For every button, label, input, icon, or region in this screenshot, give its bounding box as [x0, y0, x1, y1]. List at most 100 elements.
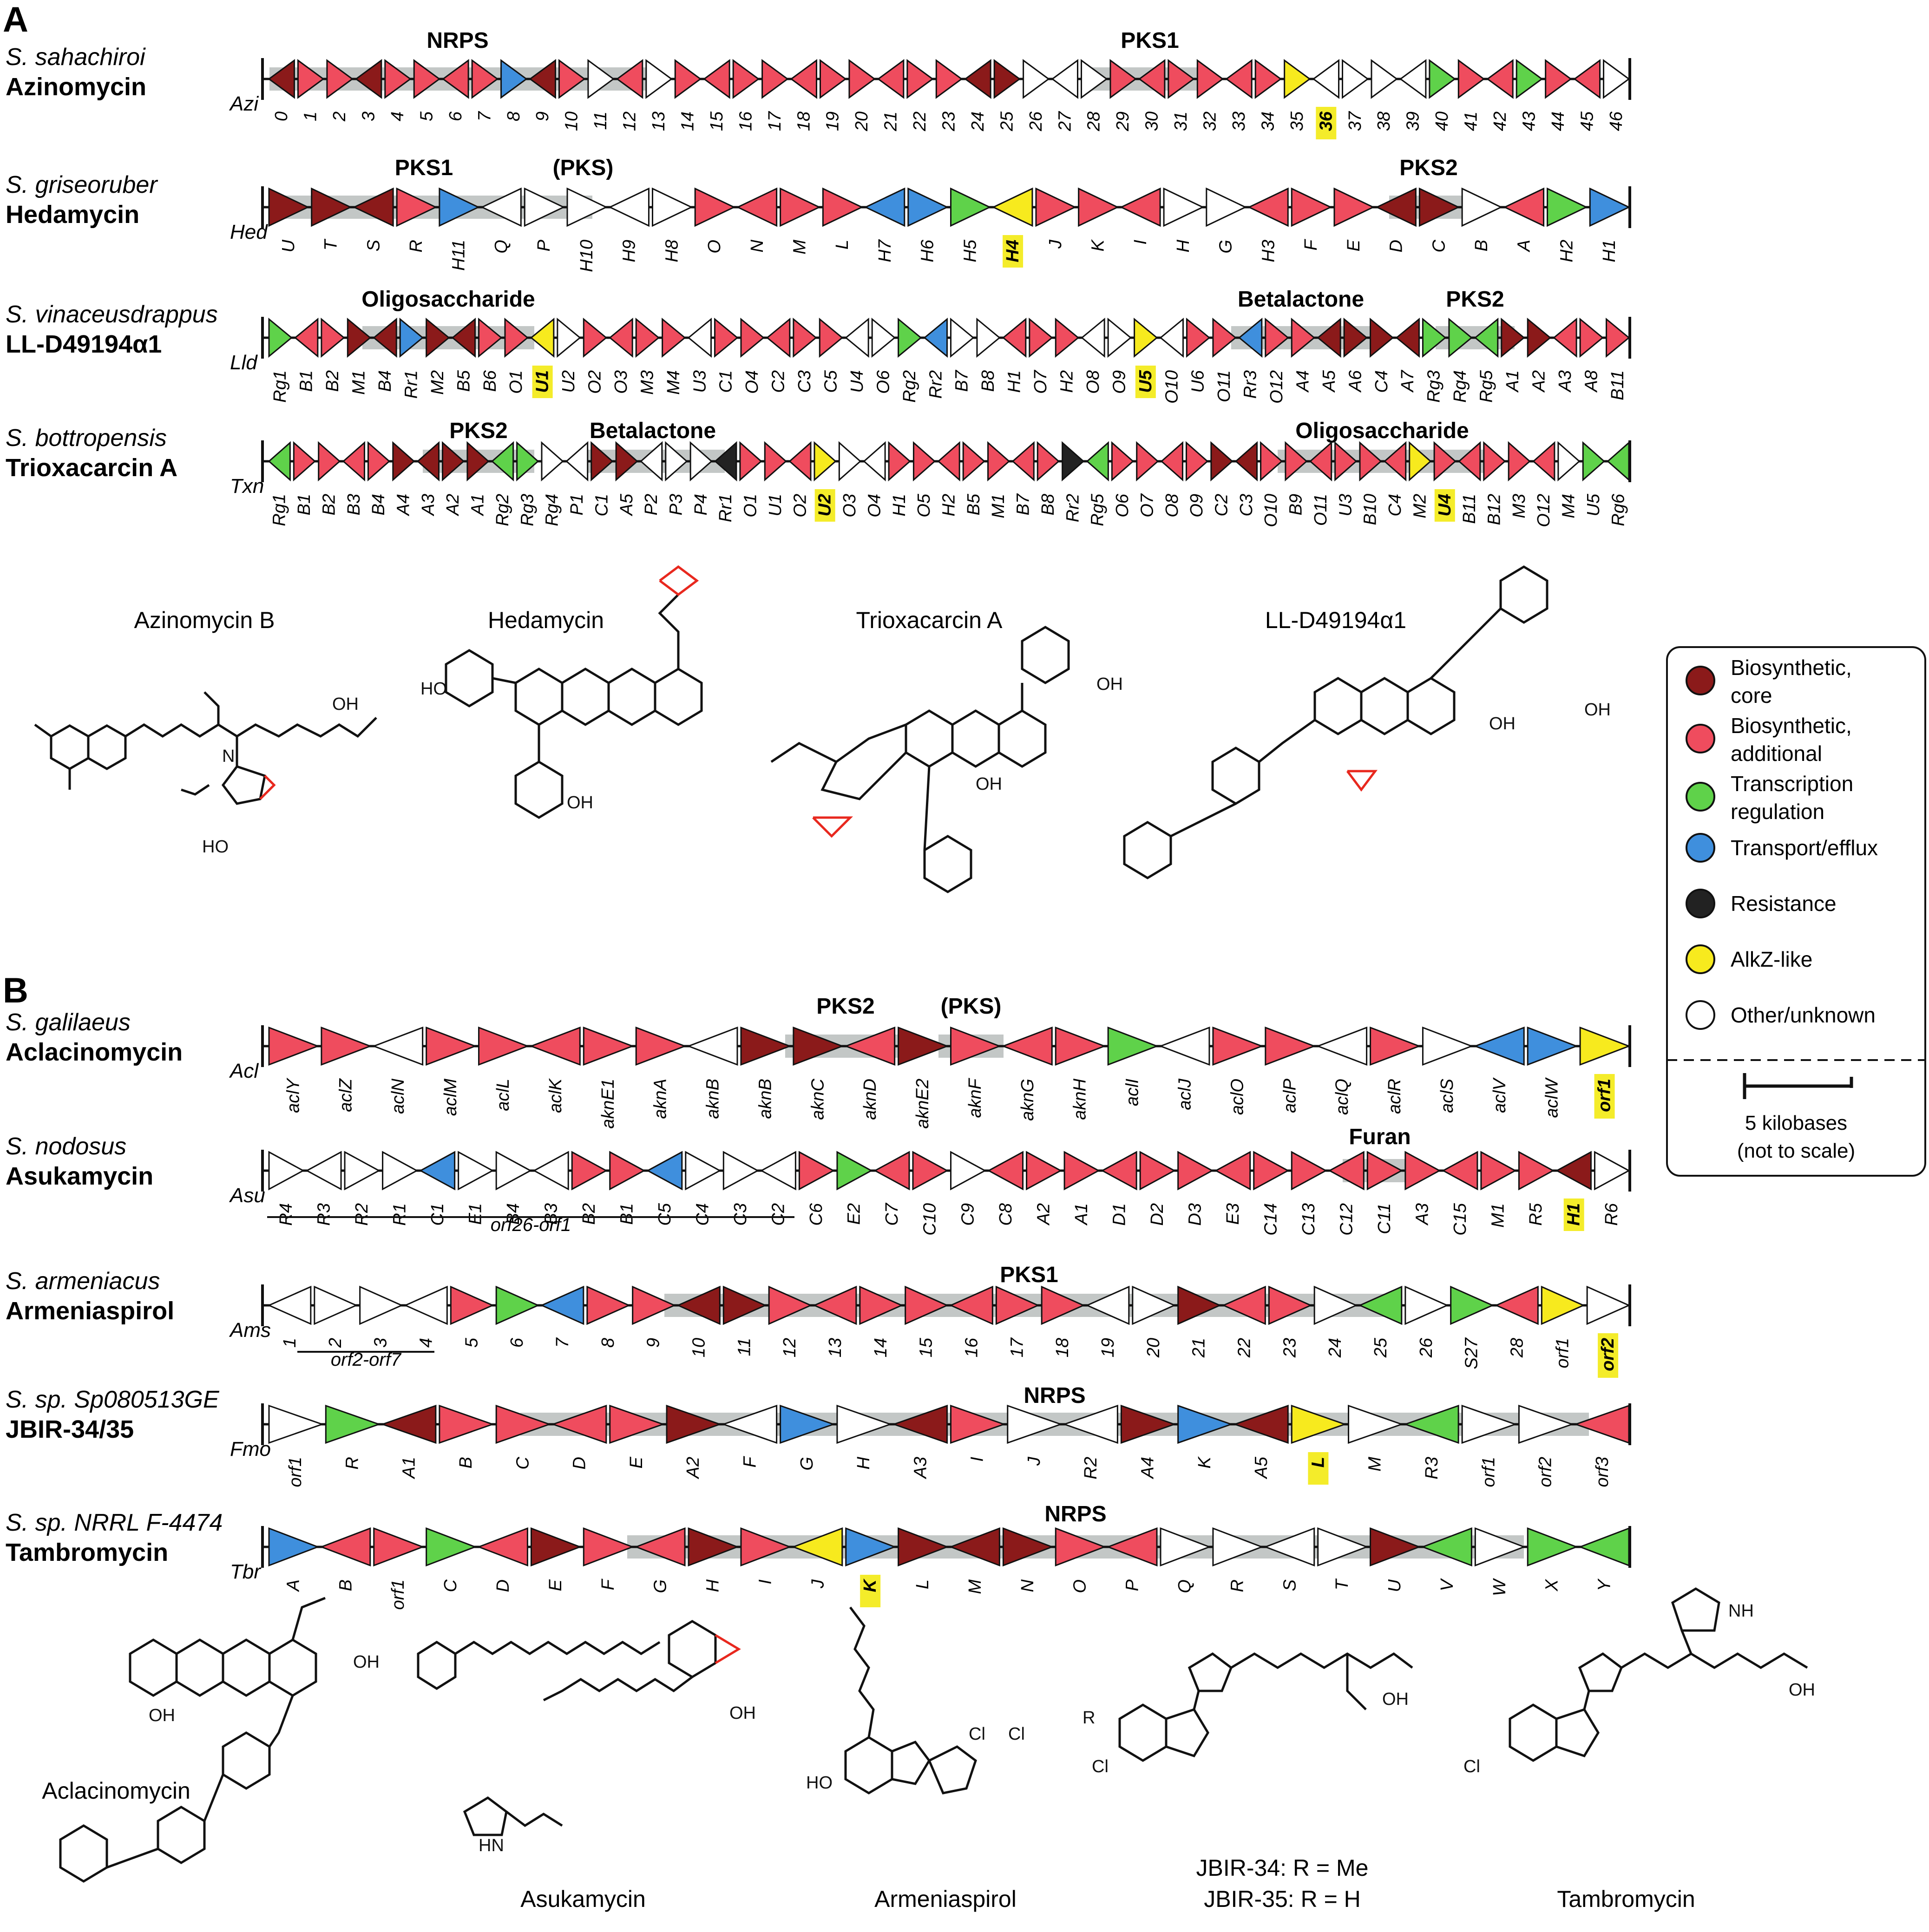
gene-arrow	[294, 317, 319, 358]
gene-arrow	[1480, 1151, 1517, 1191]
gene-arrow	[1527, 317, 1552, 358]
gene-label: M2	[1410, 494, 1430, 518]
gene-label: R3	[1422, 1457, 1442, 1480]
gene-arrow	[566, 187, 608, 227]
cluster-product: LL-D49194α1	[6, 330, 162, 358]
gene-arrow	[1545, 59, 1572, 99]
module-label: Furan	[1349, 1125, 1411, 1149]
cluster-organism: S. vinaceusdrappus	[6, 301, 218, 328]
gene-label: W	[1490, 1578, 1509, 1596]
highlight-box	[1563, 1198, 1584, 1231]
gene-arrow	[1399, 59, 1427, 99]
gene-label: 24	[1325, 1338, 1345, 1358]
gene-label: U2	[559, 370, 578, 393]
module-label: PKS2	[1446, 287, 1504, 312]
gene-arrow	[1106, 1527, 1158, 1567]
cluster-organism: S. bottropensis	[6, 425, 167, 452]
gene-arrow	[1348, 1404, 1404, 1444]
cluster-abbreviation: Txn	[230, 475, 264, 498]
highlight-box	[860, 1575, 881, 1607]
atom-label-oh: OH	[1489, 714, 1516, 734]
gene-arrow	[1442, 1151, 1478, 1191]
gene-label: Rr2	[1063, 494, 1083, 522]
gene-label: 36	[1316, 111, 1336, 131]
gene-label: U3	[690, 370, 709, 393]
atom-label-oh: OH	[1789, 1680, 1815, 1700]
gene-arrow	[898, 1527, 949, 1567]
gene-arrow	[1002, 1527, 1054, 1567]
cluster-organism: S. sahachiroi	[6, 44, 146, 71]
gene-arrow	[950, 1151, 987, 1191]
gene-label: 30	[1142, 111, 1162, 131]
cluster-product: Aclacinomycin	[6, 1038, 183, 1066]
gene-arrow	[1501, 317, 1525, 358]
gene-arrow	[354, 59, 382, 99]
legend-label-unknown: Other/unknown	[1731, 1003, 1876, 1027]
gene-arrow	[819, 59, 847, 99]
gene-label: O	[1070, 1579, 1090, 1593]
gene-arrow	[793, 317, 817, 358]
gene-arrow	[923, 317, 948, 358]
gene-label: H6	[918, 239, 938, 262]
gene-label: O2	[585, 370, 605, 394]
gene-arrow	[689, 441, 713, 482]
gene-arrow	[1233, 1404, 1289, 1444]
structure-asukamycin	[417, 1620, 741, 1836]
gene-arrow	[381, 1404, 437, 1444]
highlight-box	[1434, 489, 1455, 522]
gene-arrow	[634, 1527, 686, 1567]
gene-label: C	[513, 1456, 532, 1469]
gene-label: H	[1174, 239, 1193, 252]
legend-label-additional: Biosynthetic,	[1731, 714, 1852, 738]
gene-arrow	[798, 1151, 835, 1191]
gene-label: O7	[1031, 369, 1050, 394]
gene-arrow	[905, 1285, 949, 1325]
gene-arrow	[1448, 317, 1473, 358]
gene-arrow	[1029, 317, 1053, 358]
gene-label: 27	[1055, 111, 1075, 131]
gene-label: 46	[1607, 111, 1626, 131]
cluster-organism: S. sp. NRRL F-4474	[6, 1509, 223, 1536]
gene-label: Rg1	[270, 370, 290, 403]
gene-arrow	[1086, 441, 1109, 482]
gene-arrow	[1461, 187, 1503, 227]
gene-label: G	[651, 1579, 670, 1593]
gene-label: E2	[845, 1203, 864, 1225]
gene-label: 23	[939, 111, 959, 131]
legend-item-resistance: Resistance	[1686, 889, 1837, 918]
gene-label: O4	[865, 494, 884, 517]
gene-label: B4	[504, 1203, 523, 1225]
gene-label: Rg3	[518, 494, 537, 526]
gene-label: R	[1227, 1579, 1247, 1592]
compound-name-ll-d49194a1: LL-D49194α1	[1265, 607, 1406, 633]
gene-arrow	[1516, 59, 1543, 99]
gene-arrow	[1333, 187, 1375, 227]
gene-label: orf1	[286, 1457, 305, 1487]
gene-label: C14	[1261, 1203, 1280, 1236]
gene-label: C4	[693, 1203, 713, 1226]
gene-label: H1	[1005, 370, 1024, 393]
gene-arrow	[1177, 1285, 1222, 1325]
gene-arrow	[1138, 59, 1166, 99]
gene-arrow	[1458, 441, 1481, 482]
gene-arrow	[1225, 59, 1253, 99]
gene-arrow	[1210, 441, 1234, 482]
gene-label: B	[456, 1457, 476, 1468]
gene-label: 3	[359, 111, 379, 121]
gene-arrow	[439, 187, 480, 227]
gene-label: M2	[428, 370, 447, 395]
gene-arrow	[583, 317, 608, 358]
gene-label: 18	[1053, 1338, 1072, 1357]
legend-swatch-additional	[1686, 724, 1715, 753]
gene-label: C6	[807, 1203, 826, 1225]
gene-label: C10	[920, 1203, 940, 1236]
gene-label: B9	[1286, 494, 1306, 515]
gene-label: A1	[1072, 1203, 1091, 1225]
gene-arrow	[1247, 187, 1289, 227]
gene-arrow	[1541, 1285, 1585, 1325]
gene-arrow	[551, 1404, 607, 1444]
gene-arrow	[1461, 1404, 1517, 1444]
gene-label: aclR	[1385, 1079, 1404, 1114]
gene-arrow	[1607, 441, 1630, 482]
gene-label: A4	[394, 494, 413, 516]
